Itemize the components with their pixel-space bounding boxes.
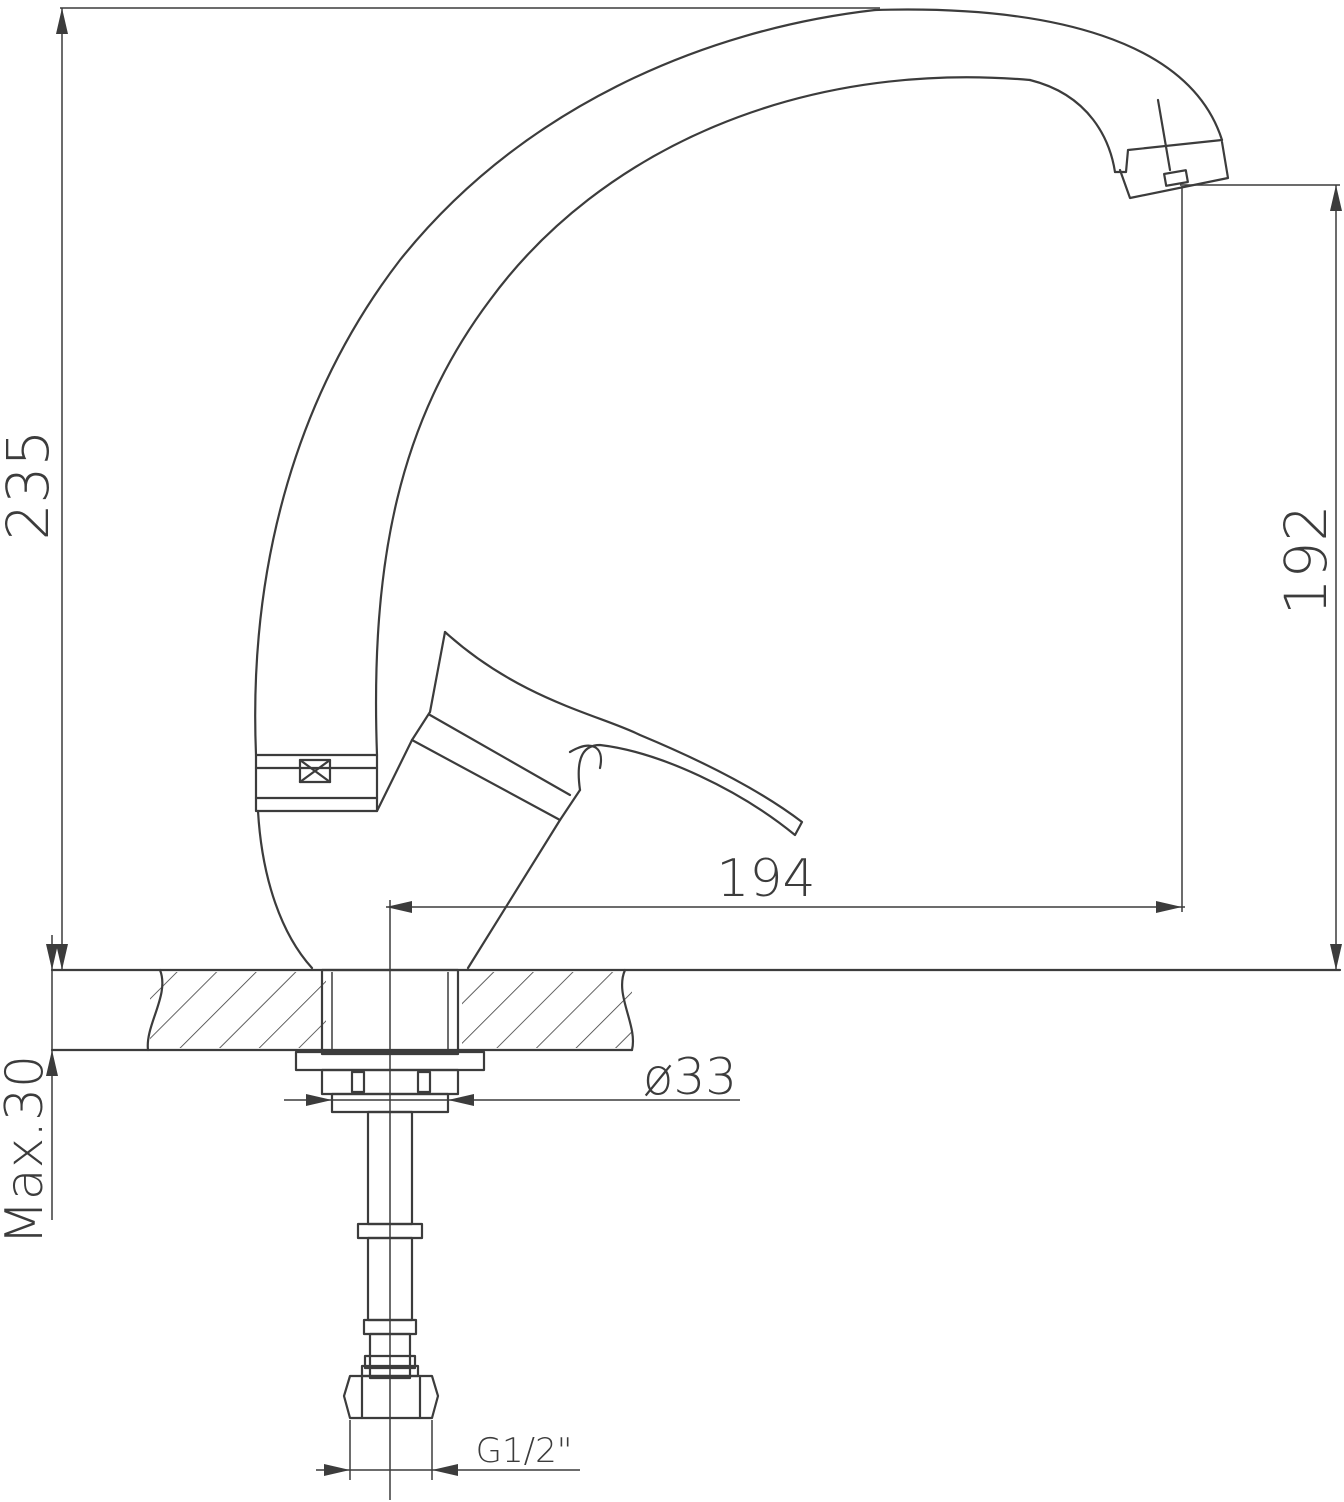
faucet-spout — [254, 8, 1230, 757]
spout-reach-label: 194 — [716, 849, 815, 909]
countertop-section — [50, 968, 1342, 1052]
swivel-ring — [254, 753, 379, 813]
faucet-body — [256, 738, 562, 970]
dimension-mounting-diameter: ø33 — [284, 1048, 740, 1106]
connection-thread-label: G1/2" — [476, 1431, 573, 1471]
dimension-connection-thread: G1/2" — [316, 1420, 580, 1480]
mounting-diameter-label: ø33 — [643, 1048, 737, 1106]
dimension-spout-reach: 194 — [386, 186, 1185, 913]
flexible-hose — [342, 1110, 440, 1420]
total-height-label: 235 — [0, 430, 62, 541]
spout-height-label: 192 — [1272, 505, 1340, 616]
dimension-max-deck: Max.30 — [0, 935, 58, 1245]
max-deck-label: Max.30 — [0, 1055, 55, 1245]
lever-handle — [410, 630, 804, 837]
dimension-total-height: 235 — [0, 7, 880, 970]
dimension-spout-height: 192 — [1180, 184, 1342, 970]
